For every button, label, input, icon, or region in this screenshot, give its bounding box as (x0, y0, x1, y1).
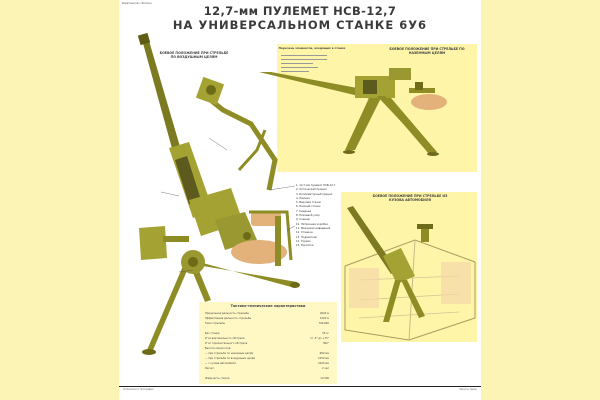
ttx-row: — с кузова автомобиля 1000 мм (205, 362, 329, 365)
panel-vehicle-mount-label: БОЕВОЕ ПОЛОЖЕНИЕ ПРИ СТРЕЛЬБЕ ИЗ КУЗОВА … (372, 194, 448, 202)
ttx-row-label: Высота линии огня: (205, 347, 232, 350)
ttx-row-value: 1500 м (319, 317, 329, 320)
ttx-row-value: 660 мм (319, 352, 329, 355)
ttx-row-value: 10 000 (320, 377, 329, 380)
ttx-row-label: Прицельная дальность стрельбы (205, 312, 250, 315)
legend-item: 5. Верхний станок (296, 201, 322, 205)
ttx-row-label: Угол горизонтального обстрела (205, 342, 248, 345)
ttx-row: Угол горизонтального обстрела 360° (205, 342, 329, 345)
anti-aircraft-machine-gun (137, 32, 300, 355)
ttx-row-value: 700-800 (318, 322, 329, 325)
ttx-row: — при стрельбе по наземным целям 660 мм (205, 352, 329, 355)
ttx-row-value: 360° (322, 342, 329, 345)
legend-item: 10. Патронная коробка (296, 222, 328, 226)
ttx-row-label: — с кузова автомобиля (205, 362, 236, 365)
legend-item: 2. Оптический прицел (296, 188, 327, 192)
ttx-row-value: 2000 м (319, 312, 329, 315)
legend-item: 14. Тормоз (296, 239, 311, 243)
legend-item: 3. Коллиматорный прицел (296, 192, 333, 196)
air-targets-label: БОЕВОЕ ПОЛОЖЕНИЕ ПРИ СТРЕЛЬБЕ ПО ВОЗДУШН… (159, 51, 229, 59)
legend-item: 8. Плечевой упор (296, 214, 320, 218)
legend-item: 6. Нижний станок (296, 205, 321, 209)
vehicle-mounted-machine-gun (344, 206, 476, 341)
legend-item: 11. Механизм наведения (296, 226, 331, 230)
ttx-row-label: Эффективная дальность стрельбы (205, 317, 252, 320)
ttx-row: Высота линии огня: (205, 347, 329, 350)
ground-role-machine-gun (259, 68, 447, 156)
ttx-row-label: — при стрельбе по воздушным целям (205, 357, 256, 360)
ttx-row-value: от -5° до +75° (310, 337, 329, 340)
ttx-row-label: Расчет (205, 367, 214, 370)
ttx-row-label: Угол вертикального обстрела (205, 337, 245, 340)
panel-ground-targets-notes (281, 52, 327, 78)
panel-ground-targets-heading: Перечень элементов, входящих в станок (278, 46, 346, 50)
legend-item: 9. Сошник (296, 218, 311, 222)
legend-item: 15. Рукоятка (296, 244, 314, 248)
weapon-illustrations (137, 32, 476, 355)
ttx-row: Эффективная дальность стрельбы 1500 м (205, 317, 329, 320)
footer-right-note: Заказ № Тираж (459, 388, 477, 391)
ttx-row-label: Вес станка (205, 332, 220, 335)
legend-item: 12. Станина (296, 231, 313, 235)
ttx-panel: Тактико-технические характеристики Прице… (199, 302, 337, 384)
legend-item: 7. Сиденье (296, 209, 312, 213)
ttx-heading: Тактико-технические характеристики (230, 304, 306, 308)
ttx-row: Вес станка 55 кг (205, 332, 329, 335)
ttx-row: Угол вертикального обстрела от -5° до +75… (205, 337, 329, 340)
panel-ground-targets-label: БОЕВОЕ ПОЛОЖЕНИЕ ПРИ СТРЕЛЬБЕ ПО НАЗЕМНЫ… (389, 47, 465, 55)
panel-ground-targets: Перечень элементов, входящих в станок БО… (277, 44, 477, 172)
publisher-note: Издательство «Регион» (122, 2, 152, 5)
leader-lines (160, 137, 296, 273)
footer-left-note: Отпечатано в типографии (123, 388, 154, 391)
ttx-row: Живучесть ствола 10 000 (205, 377, 329, 380)
ttx-row-label: Живучесть ствола (205, 377, 230, 380)
legend-item: 4. Люлька (296, 196, 310, 200)
ttx-row-value: 55 кг (322, 332, 329, 335)
ttx-row-label: — при стрельбе по наземным целям (205, 352, 254, 355)
poster-title-line2: НА УНИВЕРСАЛЬНОМ СТАНКЕ 6У6 (172, 18, 428, 32)
ttx-row: — при стрельбе по воздушным целям 1250 мм (205, 357, 329, 360)
legend-item: 1. 12,7-мм пулемет НСВ-12,7 (296, 184, 336, 187)
footer-rule (119, 386, 481, 387)
ttx-row-value: 1250 мм (318, 357, 329, 360)
ttx-row-value: 1000 мм (318, 362, 329, 365)
ttx-row-label: Темп стрельбы (205, 322, 225, 325)
ttx-row-value: 2 чел (322, 367, 329, 370)
ttx-row: Темп стрельбы 700-800 (205, 322, 329, 325)
legend-item: 13. Подшипник (296, 235, 317, 239)
ttx-row: Расчет 2 чел (205, 367, 329, 370)
ttx-row: Прицельная дальность стрельбы 2000 м (205, 312, 329, 315)
poster-sheet: Издательство «Регион» 12,7-мм ПУЛЕМЕТ НС… (119, 0, 481, 400)
poster-title-line1: 12,7-мм ПУЛЕМЕТ НСВ-12,7 (203, 4, 397, 18)
